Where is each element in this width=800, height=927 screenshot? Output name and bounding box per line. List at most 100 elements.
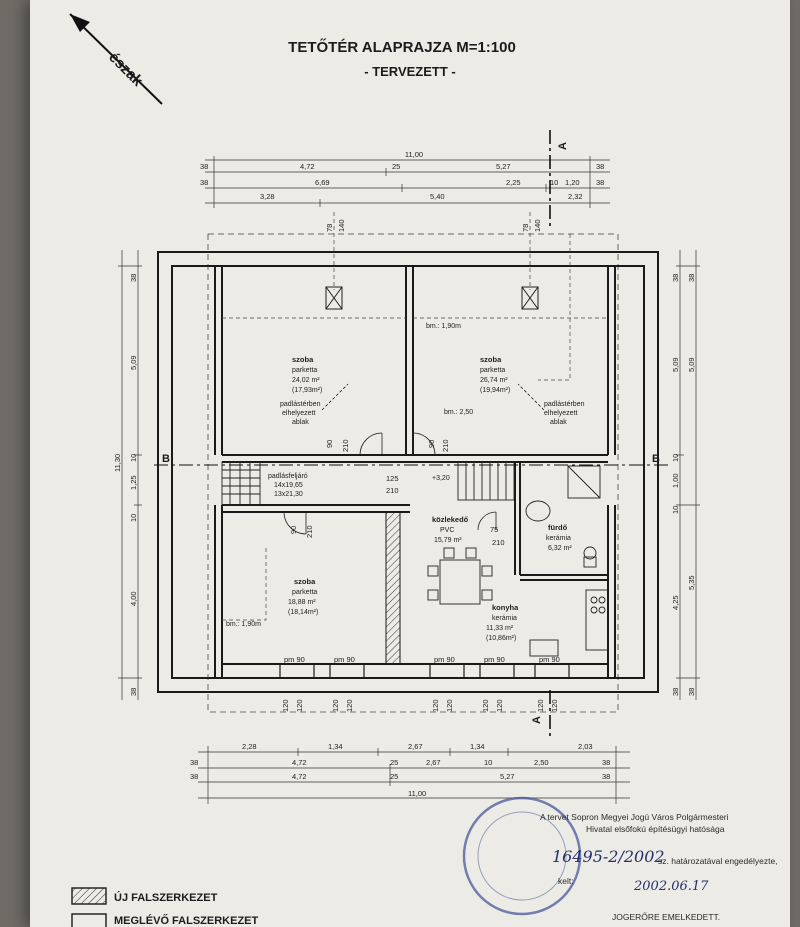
right-dimension-lines bbox=[676, 250, 700, 700]
dim-bot-r3-3: 5,27 bbox=[500, 772, 515, 781]
legend-existing-swatch bbox=[71, 913, 107, 927]
bathroom-fixtures bbox=[525, 465, 601, 568]
w120-8: 120 bbox=[495, 699, 504, 712]
dim-top-r2-4: 1,20 bbox=[565, 178, 580, 187]
door-210-2: 210 bbox=[441, 439, 450, 452]
dim-bot-r1-4: 2,03 bbox=[578, 742, 593, 751]
stair-d2: 13x21,30 bbox=[274, 491, 303, 498]
dim-bot-r1-1: 1,34 bbox=[328, 742, 343, 751]
stamp-date: 2002.06.17 bbox=[633, 879, 709, 894]
dim-top-r3-1: 5,40 bbox=[430, 192, 445, 201]
dim-top-r2-3: 10 bbox=[550, 178, 558, 187]
top-dimension-lines bbox=[205, 156, 610, 208]
stamp-sz: sz. határozatával engedélyezte, bbox=[658, 856, 778, 866]
window-pm-4: pm 90 bbox=[484, 655, 505, 664]
dim-right-5: 4,25 bbox=[671, 595, 680, 610]
room-3-floor: parketta bbox=[292, 589, 317, 596]
room-6-floor: kerámia bbox=[492, 615, 517, 622]
section-b-left: B bbox=[162, 453, 170, 465]
plan-title: TETŐTÉR ALAPRAJZA M=1:100 bbox=[288, 38, 516, 56]
w120-10: 120 bbox=[550, 699, 559, 712]
door-125: 125 bbox=[386, 474, 399, 483]
w120-7: 120 bbox=[481, 699, 490, 712]
stamp-jogero: JOGERŐRE EMELKEDETT. bbox=[612, 912, 720, 922]
plan-sheet: TETŐTÉR ALAPRAJZA M=1:100 - TERVEZETT - … bbox=[30, 0, 790, 927]
dining-table bbox=[427, 547, 493, 605]
door-90-3: 90 bbox=[289, 526, 298, 534]
window-note-1-c: ablak bbox=[292, 419, 309, 426]
room-3-area2: (18,14m²) bbox=[288, 609, 318, 616]
door-90-1: 90 bbox=[325, 440, 334, 448]
door-arcs bbox=[283, 432, 497, 535]
window-pm-2: pm 90 bbox=[334, 655, 355, 664]
door-210-b: 210 bbox=[492, 538, 505, 547]
door-210-1: 210 bbox=[341, 439, 350, 452]
dim-right-3: 1,00 bbox=[671, 473, 680, 488]
w120-4: 120 bbox=[345, 699, 354, 712]
window-pm-5: pm 90 bbox=[539, 655, 560, 664]
stair-d1: 14x19,65 bbox=[274, 482, 303, 489]
window-pm-3: pm 90 bbox=[434, 655, 455, 664]
dim-top-r2-1: 6,69 bbox=[315, 178, 330, 187]
section-a-top: A bbox=[557, 142, 569, 150]
dim-right-6: 38 bbox=[671, 688, 680, 696]
window-note-1-a: padlástérben bbox=[280, 401, 321, 408]
door-210-mid: 210 bbox=[386, 486, 399, 495]
dim-right-8: 38 bbox=[687, 688, 696, 696]
dim-right-2: 10 bbox=[671, 454, 680, 462]
section-a-bottom: A bbox=[531, 716, 543, 724]
room-3-name: szoba bbox=[294, 577, 316, 586]
room-2-name: szoba bbox=[480, 355, 502, 364]
height-3: bm.: 1,90m bbox=[226, 621, 261, 628]
w120-2: 120 bbox=[295, 699, 304, 712]
kitchen-fixtures bbox=[529, 589, 609, 657]
w120-5: 120 bbox=[431, 699, 440, 712]
level-mark: +3,20 bbox=[432, 475, 450, 482]
window-pm-1: pm 90 bbox=[284, 655, 305, 664]
room-2-area2: (19,94m²) bbox=[480, 387, 510, 394]
dim-left-6: 38 bbox=[129, 688, 138, 696]
dim-left-5: 4,00 bbox=[129, 591, 138, 606]
dim-left-total: 11,30 bbox=[113, 454, 122, 472]
stamp-number: 16495-2/2002 bbox=[552, 847, 665, 866]
room-5-area: 6,32 m² bbox=[548, 545, 572, 552]
w120-6: 120 bbox=[445, 699, 454, 712]
legend-existing-label: MEGLÉVŐ FALSZERKEZET bbox=[114, 914, 259, 927]
dim-right-7: 5,35 bbox=[687, 575, 696, 590]
dim-right-4: 10 bbox=[671, 506, 680, 514]
dim-bot-r2-5: 2,50 bbox=[534, 758, 549, 767]
north-arrow-icon bbox=[69, 13, 163, 105]
dim-top-r2-5: 38 bbox=[596, 178, 604, 187]
dim-left-0: 38 bbox=[129, 274, 138, 282]
window-note-1-b: elhelyezett bbox=[282, 410, 316, 417]
room-1-floor: parketta bbox=[292, 367, 317, 374]
new-wall bbox=[385, 511, 401, 665]
window-note-2-b: elhelyezett bbox=[544, 410, 578, 417]
dim-right-0b: 38 bbox=[687, 274, 696, 282]
w120-3: 120 bbox=[331, 699, 340, 712]
dim-top-r2-2: 2,25 bbox=[506, 178, 521, 187]
skylight-dim-3: 78 bbox=[521, 224, 530, 232]
skylight-dim-1: 78 bbox=[325, 224, 334, 232]
room-5-floor: kerámia bbox=[546, 535, 571, 542]
dim-top-r1-3: 5,27 bbox=[496, 162, 511, 171]
legend-new-label: ÚJ FALSZERKEZET bbox=[114, 891, 218, 904]
room-1-area2: (17,93m²) bbox=[292, 387, 322, 394]
dim-bot-r2-0: 38 bbox=[190, 758, 198, 767]
walls bbox=[157, 251, 659, 693]
plan-subtitle: - TERVEZETT - bbox=[364, 64, 455, 79]
floor-plan-drawing: TETŐTÉR ALAPRAJZA M=1:100 - TERVEZETT - … bbox=[69, 13, 778, 927]
dim-bot-r3-0: 38 bbox=[190, 772, 198, 781]
dim-bot-r2-3: 2,67 bbox=[426, 758, 441, 767]
left-dimension-lines bbox=[118, 250, 142, 700]
dim-top-r1-1: 4,72 bbox=[300, 162, 315, 171]
room-5-name: fürdő bbox=[548, 523, 568, 532]
room-6-area: 11,33 m² bbox=[486, 625, 514, 632]
stamp-seal-icon bbox=[462, 796, 582, 916]
height-2: bm.: 2,50 bbox=[444, 409, 473, 416]
dim-bot-r2-4: 10 bbox=[484, 758, 492, 767]
skylight-icon bbox=[325, 286, 539, 310]
dim-bot-r3-1: 4,72 bbox=[292, 772, 307, 781]
dim-bot-r2-1: 4,72 bbox=[292, 758, 307, 767]
height-1: bm.: 1,90m bbox=[426, 323, 461, 330]
